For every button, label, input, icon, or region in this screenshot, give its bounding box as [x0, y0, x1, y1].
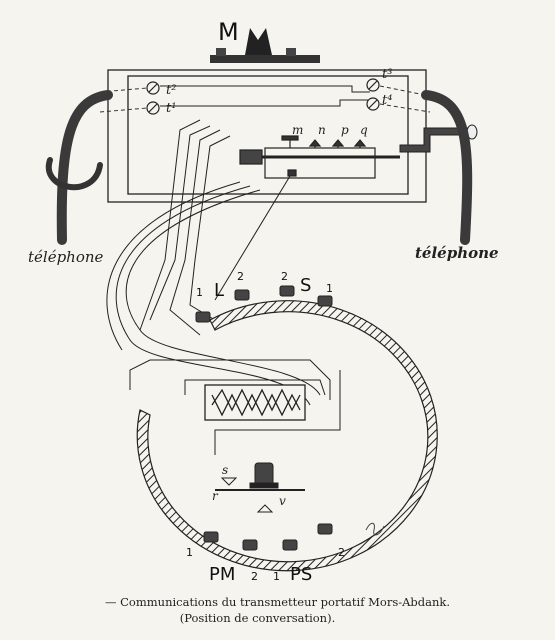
label-1-top-right: 1	[326, 282, 333, 295]
terminal-screws	[146, 78, 380, 115]
crank-handle-icon	[399, 124, 478, 153]
label-n: n	[318, 123, 326, 137]
label-2-bottom-right: 2	[338, 546, 345, 559]
telephone-cables	[45, 90, 473, 245]
label-t4: t⁴	[382, 93, 392, 108]
label-S: S	[300, 275, 311, 296]
contact-switch	[239, 135, 400, 179]
caption-line-2: (Position de conversation).	[179, 611, 336, 625]
top-wires	[160, 85, 370, 107]
resistance-coil-icon	[204, 384, 306, 421]
label-q: q	[360, 123, 368, 137]
label-m: m	[292, 123, 303, 137]
label-s: s	[222, 463, 228, 477]
label-1-bottom-left: 1	[186, 546, 193, 559]
label-telephone-left: téléphone	[28, 248, 104, 266]
label-PS: PS	[290, 564, 312, 585]
label-r: r	[212, 489, 219, 503]
caption-line-1: — Communications du transmetteur portati…	[104, 595, 451, 609]
label-1-bottom-right: 1	[273, 570, 280, 583]
label-v: v	[279, 494, 286, 508]
wire-bundle	[106, 119, 341, 455]
signature-mark	[365, 522, 385, 536]
label-2-top-a: 2	[237, 270, 244, 283]
label-telephone-right: téléphone	[415, 244, 499, 262]
ring-terminals	[195, 285, 333, 551]
commutator-ring	[136, 300, 438, 572]
label-2-top-b: 2	[281, 270, 288, 283]
call-button-icon	[215, 462, 305, 513]
label-p: p	[341, 123, 349, 137]
label-L: L	[214, 280, 224, 301]
label-t3: t³	[382, 67, 392, 82]
label-M: M	[218, 18, 239, 46]
label-2-bottom-left: 2	[251, 570, 258, 583]
label-PM: PM	[209, 564, 235, 585]
label-1-top-left: 1	[196, 286, 203, 299]
magneto-icon	[210, 28, 320, 63]
label-t2: t²	[166, 83, 176, 98]
label-t1: t¹	[166, 101, 176, 116]
